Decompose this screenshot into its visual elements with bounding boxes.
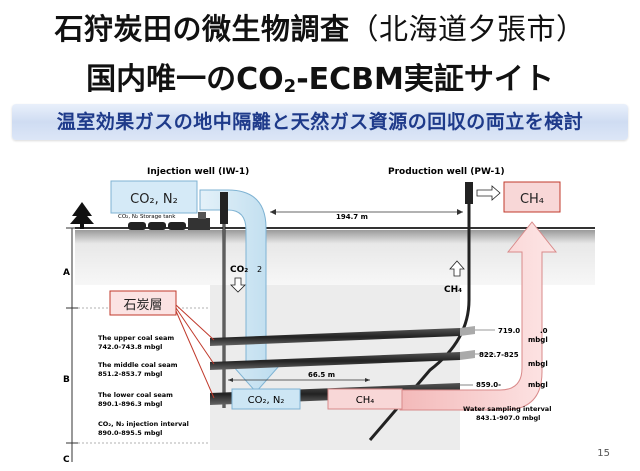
co2-n2-box-label: CO₂, N₂ (130, 192, 178, 207)
middle-seam-name: The middle coal seam (98, 361, 178, 369)
subtitle-banner: 温室効果ガスの地中隔離と天然ガス資源の回収の両立を検討 (12, 104, 628, 140)
production-wellhead (465, 182, 473, 204)
middle-seam-depth: 851.2-853.7 mbgl (98, 370, 162, 378)
slide-title-line1: 石狩炭田の微生物調査（北海道夕張市） (0, 6, 640, 48)
injection-interval-depth: 890.0-895.5 mbgl (98, 429, 162, 437)
lower-seam-name: The lower coal seam (98, 391, 173, 399)
well-distance-label: 194.7 m (336, 213, 368, 221)
injection-wellhead (220, 192, 228, 224)
right-depth-1c: mbgl (528, 336, 548, 344)
upper-seam-name: The upper coal seam (98, 334, 174, 342)
pointer-middle (175, 307, 215, 365)
right-depth-1b: .0 (540, 327, 548, 335)
ch4-box (503, 181, 561, 213)
storage-tank-icon (128, 212, 210, 230)
co2-n2-box (110, 180, 198, 214)
lower-co2-box (231, 388, 301, 410)
ch4-box-label: CH₄ (520, 192, 544, 207)
lower-co2-box-label: CO₂, N₂ (248, 395, 285, 406)
up-arrow-icon (449, 260, 465, 277)
pointer-upper (175, 304, 215, 341)
zone-b-label: B (63, 375, 70, 385)
coal-seam-label: 石炭層 (123, 298, 162, 313)
title2-post: -ECBM実証サイト (296, 62, 554, 97)
page-number: 15 (597, 448, 610, 459)
title-main-text: 石狩炭田の微生物調査 (54, 12, 350, 46)
sampling-interval-name: Water sampling interval (463, 405, 551, 413)
title2-pre: 国内唯一のCO (86, 62, 284, 97)
sampling-interval-depth: 843.1-907.0 mbgl (476, 414, 540, 422)
tree-icon (70, 202, 94, 229)
ch4-flow-arrow (399, 221, 558, 411)
lower-ch4-box (327, 388, 403, 410)
banner-text: 温室効果ガスの地中隔離と天然ガス資源の回収の両立を検討 (56, 111, 584, 133)
down-arrow-icon (230, 277, 246, 293)
lower-seam-depth: 890.1-896.3 mbgl (98, 400, 162, 408)
coal-seam-label-box (109, 290, 177, 316)
outflow-arrow-icon (476, 185, 501, 201)
ground-layer (75, 230, 595, 285)
production-well-pipe (368, 204, 471, 441)
slide-title-line2: 国内唯一のCO2-ECBM実証サイト (0, 54, 640, 98)
upper-seam-depth: 742.0-743.8 mbgl (98, 343, 162, 351)
pointer-lower (175, 310, 215, 399)
production-well-title: Production well (PW-1) (388, 167, 505, 177)
upper-coal-seam (210, 328, 460, 346)
middle-coal-seam (210, 352, 460, 370)
co2-inject-label-extra: 2 (257, 265, 262, 274)
zone-a-label: A (63, 268, 70, 278)
storage-tank-label: CO₂, N₂ Storage tank (118, 214, 176, 220)
lower-ch4-box-label: CH₄ (356, 395, 375, 406)
zone-c-label: C (63, 455, 70, 465)
injection-interval-name: CO₂, N₂ injection interval (98, 420, 189, 428)
title2-sub: 2 (283, 76, 297, 97)
right-depth-2: 822.7-825 (479, 351, 519, 359)
right-depth-2b: mbgl (528, 360, 548, 368)
co2-inject-label: CO₂ (230, 265, 248, 275)
injection-well-title: Injection well (IW-1) (147, 167, 249, 177)
right-depth-3b: mbgl (528, 381, 548, 389)
ch4-recovery-label: CH₄ (444, 285, 462, 295)
lower-distance-label: 66.5 m (308, 371, 335, 379)
right-depth-1: 719.0 (498, 327, 520, 335)
right-depth-3: 859.0- (476, 381, 501, 389)
title-location-text: （北海道夕張市） (349, 12, 586, 46)
